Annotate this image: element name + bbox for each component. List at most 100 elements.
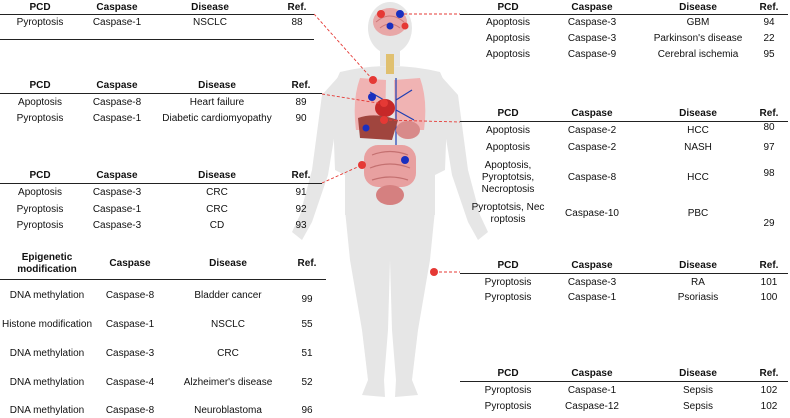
cell-caspase: Caspase-3 xyxy=(567,17,617,28)
cell-ref: 91 xyxy=(295,187,307,198)
cell-disease: Sepsis xyxy=(682,401,713,412)
cell-caspase: Caspase-9 xyxy=(567,49,617,60)
header-rule xyxy=(0,14,314,15)
header-ref: Ref. xyxy=(291,170,311,181)
cell-ref: 22 xyxy=(763,33,775,44)
cell-disease: Heart failure xyxy=(189,97,245,108)
cell-disease: Neuroblastoma xyxy=(194,405,262,416)
cell-pcd: Apoptosis xyxy=(18,97,62,108)
cell-caspase: Caspase-2 xyxy=(567,125,617,136)
header-pcd: PCD xyxy=(497,368,519,379)
cell-pcd: Apoptosis xyxy=(486,33,530,44)
cell-ref: 55 xyxy=(301,319,313,330)
cell-caspase: Caspase-8 xyxy=(567,172,617,183)
caspase-marker-icon xyxy=(358,10,438,276)
header-rule xyxy=(0,279,326,280)
cell-disease: Parkinson's disease xyxy=(653,33,743,44)
cell-disease: PBC xyxy=(687,208,709,219)
cell-pcd: Pyroptosis xyxy=(484,277,532,288)
header-disease: Disease xyxy=(198,170,236,181)
cell-caspase: Caspase-1 xyxy=(92,17,142,28)
cell-modification: DNA methylation xyxy=(9,290,85,301)
header-pcd: PCD xyxy=(497,108,519,119)
cell-disease: CD xyxy=(209,220,225,231)
cell-caspase: Caspase-1 xyxy=(105,319,155,330)
cell-ref: 80 xyxy=(763,122,775,133)
header-rule xyxy=(460,273,788,274)
cell-pcd: Apoptosis xyxy=(486,142,530,153)
cell-caspase: Caspase-4 xyxy=(105,377,155,388)
cell-ref: 92 xyxy=(295,204,307,215)
cell-disease: RA xyxy=(691,277,705,288)
header-pcd: PCD xyxy=(497,260,519,271)
header-rule xyxy=(0,183,322,184)
cell-ref: 102 xyxy=(760,401,778,412)
heart-icon xyxy=(375,99,395,117)
header-pcd: PCD xyxy=(29,2,51,13)
cell-disease: CRC xyxy=(206,187,228,198)
cell-caspase: Caspase-8 xyxy=(105,405,155,416)
cell-caspase: Caspase-1 xyxy=(92,113,142,124)
cell-modification: DNA methylation xyxy=(9,348,85,359)
cell-pcd: Pyroptosis xyxy=(484,292,532,303)
cell-pcd-line1: Apoptosis, xyxy=(484,160,532,171)
table-lung: PCD Caspase Disease Ref. Pyroptosis Casp… xyxy=(0,0,314,40)
cell-modification: DNA methylation xyxy=(9,405,85,416)
cell-caspase: Caspase-3 xyxy=(567,33,617,44)
header-disease: Disease xyxy=(191,2,229,13)
header-disease: Disease xyxy=(679,368,717,379)
cell-disease: NSCLC xyxy=(211,319,245,330)
cell-pcd: Pyroptosis xyxy=(16,220,64,231)
cell-ref: 89 xyxy=(295,97,307,108)
header-caspase: Caspase xyxy=(571,260,613,271)
cell-caspase: Caspase-2 xyxy=(567,142,617,153)
cell-ref: 102 xyxy=(760,385,778,396)
cell-ref: 94 xyxy=(763,17,775,28)
cell-disease: Diabetic cardiomyopathy xyxy=(162,113,272,124)
cell-ref: 98 xyxy=(763,168,775,179)
cell-ref: 101 xyxy=(760,277,778,288)
cell-disease: NASH xyxy=(684,142,712,153)
cell-disease: GBM xyxy=(686,17,710,28)
header-ref: Ref. xyxy=(297,258,317,269)
header-caspase: Caspase xyxy=(109,258,151,269)
cell-ref: 29 xyxy=(763,218,775,229)
cell-modification: Histone modification xyxy=(1,319,93,330)
header-rule xyxy=(460,381,788,382)
header-ref: Ref. xyxy=(287,2,307,13)
cell-pcd: Apoptosis xyxy=(486,17,530,28)
table-heart: PCD Caspase Disease Ref. Apoptosis Caspa… xyxy=(0,80,322,130)
cell-pcd: Apoptosis xyxy=(486,125,530,136)
stomach-icon xyxy=(396,121,420,139)
cell-disease: CRC xyxy=(217,348,239,359)
cell-pcd: Apoptosis xyxy=(486,49,530,60)
header-pcd: PCD xyxy=(29,80,51,91)
cell-pcd: Pyroptosis xyxy=(484,385,532,396)
cell-ref: 52 xyxy=(301,377,313,388)
cell-disease: Sepsis xyxy=(682,385,713,396)
header-disease: Disease xyxy=(679,108,717,119)
cell-ref: 88 xyxy=(291,17,303,28)
header-pcd: PCD xyxy=(29,170,51,181)
header-caspase: Caspase xyxy=(96,80,138,91)
trachea-icon xyxy=(386,54,394,74)
header-disease: Disease xyxy=(679,2,717,13)
header-rule xyxy=(460,14,788,15)
header-modification: modification xyxy=(17,264,77,275)
table-intestine: PCD Caspase Disease Ref. Apoptosis Caspa… xyxy=(0,170,322,234)
header-ref: Ref. xyxy=(759,368,779,379)
cell-pcd: Pyroptosis xyxy=(16,113,64,124)
cell-disease: Alzheimer's disease xyxy=(183,377,273,388)
cell-disease: Bladder cancer xyxy=(194,290,262,301)
cell-ref: 95 xyxy=(763,49,775,60)
cell-pcd-line3: Necroptosis xyxy=(481,184,535,195)
cell-pcd-line1: Pyroptotsis, Nec xyxy=(471,202,545,213)
liver-icon xyxy=(358,115,398,140)
cell-disease: CRC xyxy=(206,204,228,215)
header-rule xyxy=(460,121,788,122)
header-caspase: Caspase xyxy=(96,170,138,181)
cell-caspase: Caspase-1 xyxy=(567,385,617,396)
cell-disease: Cerebral ischemia xyxy=(657,49,739,60)
cell-disease: NSCLC xyxy=(193,17,227,28)
